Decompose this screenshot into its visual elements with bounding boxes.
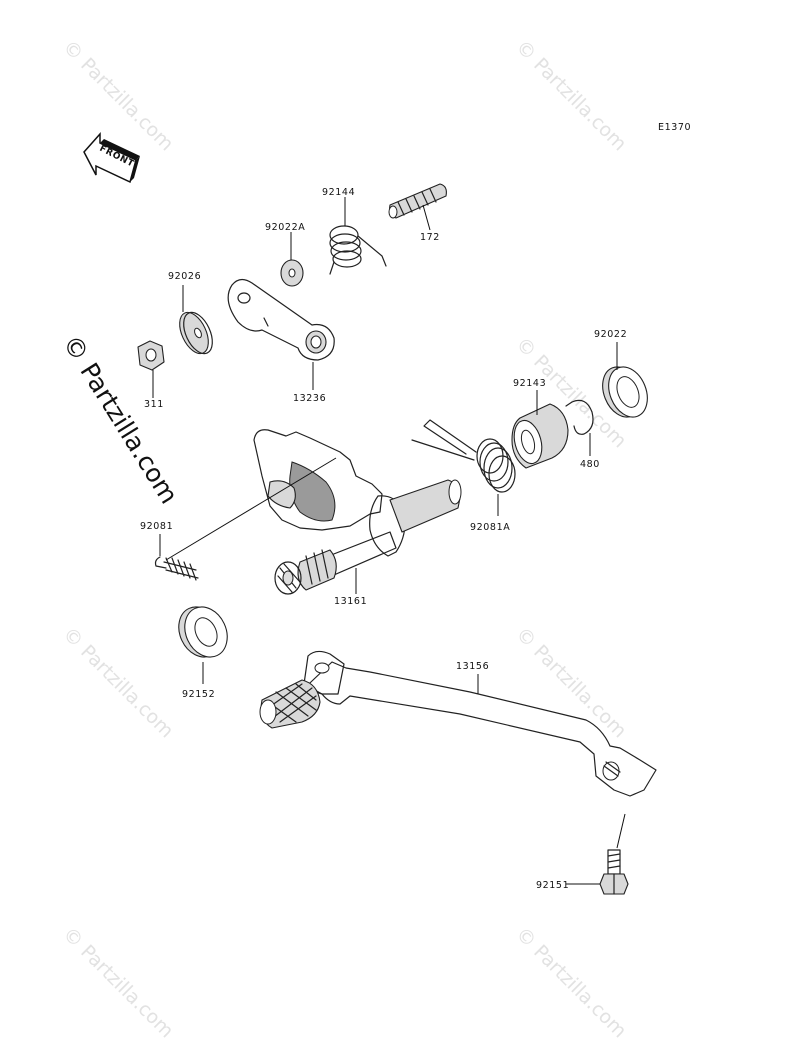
part-label-13236: 13236 [293,393,326,404]
watermark: © Partzilla.com [511,923,630,1042]
part-13236-lever [227,278,335,361]
part-label-92152: 92152 [182,689,215,700]
part-92144-spring [329,225,387,275]
part-92143-collar [511,403,569,469]
part-label-13161: 13161 [334,596,367,607]
part-label-92022A: 92022A [265,222,305,233]
part-311-nut [137,340,165,371]
watermark: © Partzilla.com [58,923,177,1042]
watermark: © Partzilla.com [511,36,630,155]
part-92081-spring [154,556,199,581]
diagram-code: E1370 [658,122,691,133]
part-label-92022: 92022 [594,329,627,340]
watermark: © Partzilla.com [58,623,177,742]
part-label-311: 311 [144,399,164,410]
part-label-92026: 92026 [168,271,201,282]
part-label-13156: 13156 [456,661,489,672]
part-92081A-spring [411,419,516,493]
part-92151-bolt [599,849,629,895]
front-arrow-icon: FRONT [83,132,140,184]
part-92152-seal [178,606,228,658]
part-label-92081A: 92081A [470,522,510,533]
part-label-172: 172 [420,232,440,243]
part-92022A-washer [280,259,304,287]
watermark: © Partzilla.com [511,623,630,742]
part-label-92151: 92151 [536,880,569,891]
part-172-pin [388,183,447,219]
part-92022-washer [602,366,648,418]
part-label-480: 480 [580,459,600,470]
part-label-92143: 92143 [513,378,546,389]
part-480-circlip [565,399,594,435]
part-92026-washer [179,311,213,355]
part-13156-shift-pedal [259,650,657,797]
watermark: © Partzilla.com [58,36,177,155]
side-watermark: © Partzilla.com [57,330,184,509]
part-13161-shift-shaft [253,429,462,595]
part-label-92144: 92144 [322,187,355,198]
part-label-92081: 92081 [140,521,173,532]
